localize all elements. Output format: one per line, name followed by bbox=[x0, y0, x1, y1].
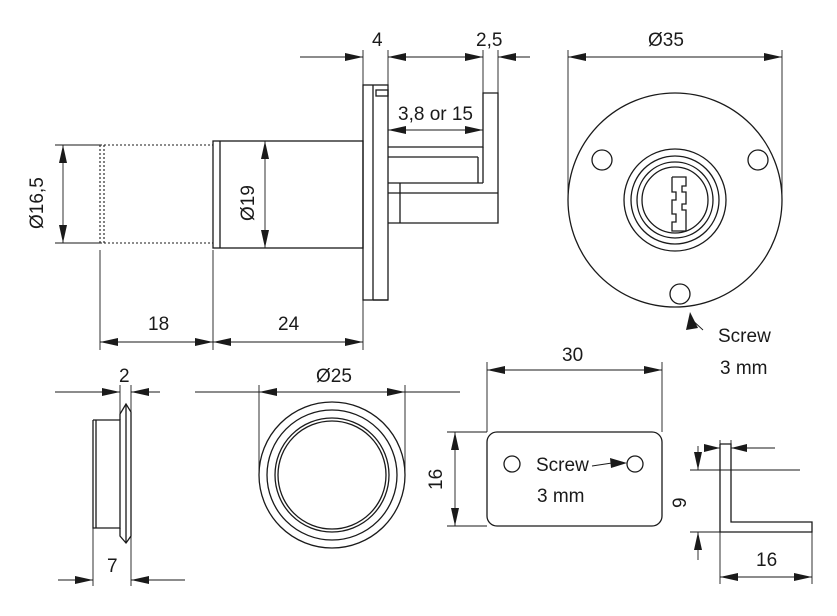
dim-cam-thickness: 2,5 bbox=[440, 30, 530, 93]
angle-bracket bbox=[719, 443, 813, 533]
dim-rose-diameter: Ø25 bbox=[195, 366, 460, 475]
dim-24-label: 24 bbox=[278, 314, 300, 335]
strike-hole-left bbox=[503, 455, 521, 473]
mount-hole-left bbox=[591, 149, 613, 171]
dim-18-label: 18 bbox=[148, 314, 169, 335]
dim-body-diameter: Ø19 bbox=[238, 141, 269, 248]
strike-plate: Screw 3 mm bbox=[486, 431, 663, 527]
mount-hole-right bbox=[747, 149, 769, 171]
screw-strike-label-2: 3 mm bbox=[537, 486, 585, 507]
dim-2-label: 2 bbox=[119, 366, 130, 387]
dim-angle-height: 9 bbox=[670, 446, 800, 560]
dim-flange-thickness: 4 bbox=[300, 30, 440, 85]
dim-o19-label: Ø19 bbox=[238, 185, 259, 221]
screw-strike-label-1: Screw bbox=[536, 455, 589, 476]
dim-strike-height: 16 bbox=[426, 431, 487, 527]
dim-cam-offset: 3,8 or 15 bbox=[388, 104, 483, 134]
dim-o25-label: Ø25 bbox=[316, 366, 352, 387]
screw-hole-bottom bbox=[669, 283, 691, 305]
dim-30-label: 30 bbox=[562, 345, 583, 366]
strike-hole-right bbox=[626, 455, 644, 473]
dim-plunger-diameter: Ø16,5 bbox=[27, 144, 100, 244]
dim-rose-depth: 7 bbox=[58, 528, 185, 586]
dim-16-angle-label: 16 bbox=[756, 550, 777, 571]
dim-o16-5-label: Ø16,5 bbox=[27, 177, 48, 229]
rose-side-view bbox=[92, 402, 132, 545]
lock-front-view: Screw 3 mm bbox=[567, 92, 783, 379]
rose-front-view bbox=[258, 401, 406, 549]
dim-strike-width: 30 bbox=[486, 345, 663, 432]
dim-flange-diameter: Ø35 bbox=[567, 30, 783, 200]
dim-angle-length: 16 bbox=[719, 532, 813, 584]
dim-2-5-label: 2,5 bbox=[476, 30, 502, 51]
lock-side-view bbox=[99, 84, 499, 301]
dim-9-label: 9 bbox=[670, 497, 691, 508]
key-slot bbox=[671, 176, 687, 232]
dim-lengths: 18 24 bbox=[99, 250, 364, 350]
dim-rose-thickness: 2 bbox=[55, 366, 160, 415]
screw-front-label-2: 3 mm bbox=[720, 358, 768, 379]
dim-o35-label: Ø35 bbox=[648, 30, 684, 51]
dim-cam-offset-label: 3,8 or 15 bbox=[398, 104, 473, 125]
dim-7-label: 7 bbox=[107, 556, 118, 577]
dim-16-strike-label: 16 bbox=[426, 469, 447, 490]
screw-front-label-1: Screw bbox=[718, 326, 771, 347]
dim-bracket-thickness bbox=[704, 440, 775, 452]
dim-4-label: 4 bbox=[372, 30, 383, 51]
